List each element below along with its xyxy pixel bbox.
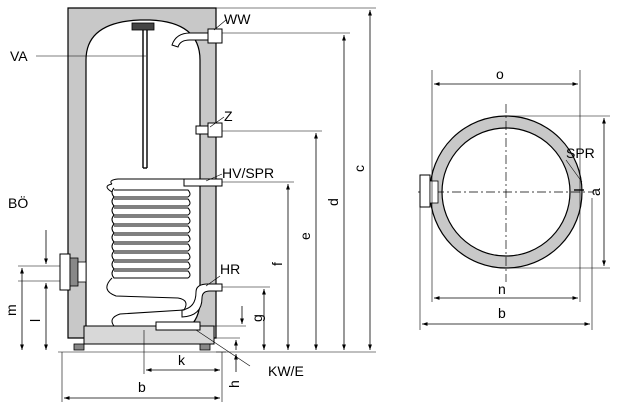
inspection-flange [59, 253, 71, 291]
top-flange [419, 174, 431, 208]
coil-winding [111, 223, 191, 234]
dim-b-side: b [138, 379, 146, 395]
label-ww: WW [224, 11, 251, 27]
coil-winding [111, 232, 191, 243]
kw-e-inlet [155, 321, 201, 331]
coil-winding [111, 205, 191, 216]
label-z: Z [224, 108, 233, 124]
foot-right [199, 343, 211, 351]
dim-g: g [249, 314, 265, 322]
hr-pipe [181, 283, 223, 318]
coil-windings [106, 187, 191, 327]
dim-e: e [297, 232, 313, 240]
dim-d: d [325, 198, 341, 206]
coil-winding [111, 187, 191, 198]
anode-head [131, 22, 155, 31]
label-va: VA [10, 48, 28, 64]
dim-k: k [178, 352, 186, 368]
coil-winding [111, 259, 191, 270]
dim-l: l [27, 319, 43, 322]
dim-b-top: b [498, 305, 506, 321]
top-view [418, 70, 610, 330]
coil-winding [111, 241, 191, 252]
foot-left [73, 343, 85, 351]
hv-spr-connection [183, 178, 223, 187]
label-hr: HR [220, 261, 240, 277]
label-bo: BÖ [8, 194, 28, 211]
label-kw-e: KW/E [268, 363, 304, 379]
dim-h: h [226, 380, 242, 388]
dim-f: f [269, 262, 285, 266]
coil-winding [111, 214, 191, 225]
dim-o: o [496, 66, 504, 82]
coil-winding [111, 268, 191, 279]
dim-n: n [498, 281, 506, 297]
dim-a: a [587, 188, 603, 196]
coil-winding [111, 196, 191, 207]
label-hv-spr: HV/SPR [222, 165, 274, 181]
dim-c: c [351, 165, 367, 172]
dim-m: m [3, 304, 19, 316]
label-spr: SPR [566, 145, 595, 161]
coil-return [106, 277, 187, 327]
side-view [18, 7, 376, 402]
coil-winding [111, 250, 191, 261]
heat-exchanger-coil [106, 178, 186, 193]
